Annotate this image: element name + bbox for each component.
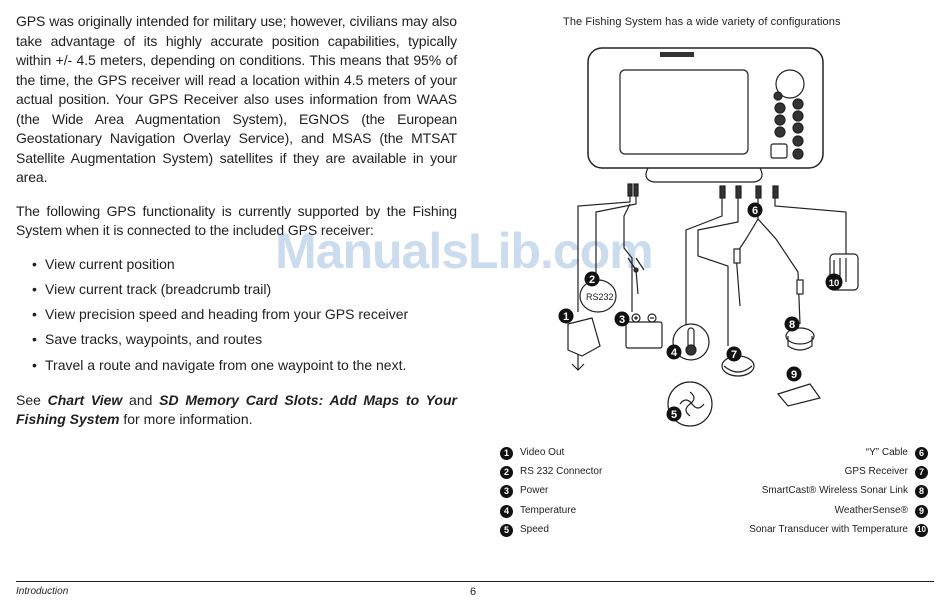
paragraph-functionality: The following GPS functionality is curre… — [16, 202, 457, 239]
callout-6: 6 — [747, 202, 763, 218]
svg-text:3: 3 — [619, 314, 625, 326]
battery-icon — [625, 321, 663, 349]
see-and: and — [122, 391, 160, 408]
list-item: View current position — [32, 255, 457, 274]
chart-view-link[interactable]: Chart View — [47, 391, 123, 408]
rs232-label: RS232 — [586, 292, 614, 302]
svg-text:10: 10 — [829, 278, 840, 289]
body-text: GPS was originally intended for military… — [16, 12, 457, 430]
callout-4: 4 — [666, 344, 682, 360]
svg-text:8: 8 — [789, 319, 795, 331]
svg-text:9: 9 — [791, 369, 797, 381]
see-suffix: for more information. — [119, 411, 253, 428]
svg-text:1: 1 — [563, 311, 569, 323]
paragraph-gps-intro: GPS was originally intended for military… — [16, 13, 457, 185]
callout-7: 7 — [726, 346, 742, 362]
callout-3: 3 — [614, 311, 630, 327]
callout-8: 8 — [784, 316, 800, 332]
list-item: Save tracks, waypoints, and routes — [32, 330, 457, 349]
footer-divider — [16, 581, 934, 582]
sd-card-link[interactable]: SD Memory Card Slots: Add Maps to Your F… — [16, 391, 457, 428]
callout-1: 1 — [558, 308, 574, 324]
configuration-diagram: RS232 1 2 3 4 5 6 7 8 9 10 — [558, 47, 859, 427]
list-item: View current track (breadcrumb trail) — [32, 280, 457, 299]
diagram-title: The Fishing System has a wide variety of… — [563, 16, 841, 28]
svg-text:2: 2 — [589, 274, 595, 286]
svg-text:7: 7 — [731, 349, 737, 361]
callout-2: 2 — [584, 271, 600, 287]
page-number: 6 — [470, 586, 477, 598]
watermark: ManualsLib.com — [275, 223, 654, 279]
video-out-device — [567, 317, 601, 357]
callout-9: 9 — [786, 366, 802, 382]
list-item: View precision speed and heading from yo… — [32, 305, 457, 324]
functionality-list: View current position View current track… — [16, 255, 457, 375]
svg-text:6: 6 — [752, 205, 758, 217]
footer-section: Introduction — [16, 586, 69, 597]
see-prefix: See — [16, 391, 48, 408]
svg-text:5: 5 — [671, 409, 677, 421]
callout-5: 5 — [666, 406, 682, 422]
see-also-paragraph: See Chart View and SD Memory Card Slots:… — [16, 391, 457, 430]
display-screen — [619, 69, 749, 155]
list-item: Travel a route and navigate from one way… — [32, 356, 457, 375]
svg-text:4: 4 — [671, 347, 678, 359]
callout-10: 10 — [825, 273, 843, 291]
legend-item-weathersense: WeatherSense®9 — [835, 504, 928, 518]
